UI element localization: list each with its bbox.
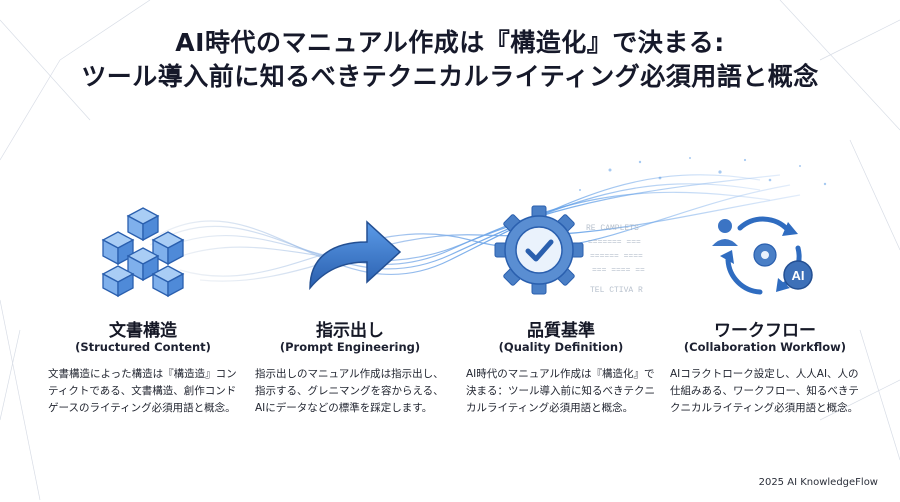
concept-description: 指示出しのマニュアル作成は指示出し、指示する、グレニマングを容からえる、AIにデ… [255, 368, 444, 414]
concept-title: 文書構造 [109, 321, 177, 341]
page-title: AI時代のマニュアル作成は『構造化』で決まる: ツール導入前に知るべきテクニカル… [0, 26, 900, 94]
concept-description: 文書構造によった構造は『構造造』コンティクトである、文書構造、創作コンドゲースの… [48, 368, 237, 414]
cubes-icon [48, 200, 238, 310]
concept-description: AI時代のマニュアル作成は『構造化』で決まる：ツール導入前に知るべきテクニカルラ… [466, 368, 655, 414]
svg-text:AI: AI [792, 268, 805, 283]
workflow-cycle-icon: AI [670, 200, 860, 310]
flow-wave-decoration [149, 157, 827, 282]
svg-text:=== ==== ==: === ==== == [592, 266, 645, 275]
concept-title: 指示出し [316, 321, 384, 341]
svg-text:======= ===: ======= === [588, 238, 641, 247]
concept-subtitle: (Collaboration Workflow) [683, 340, 847, 354]
svg-text:====== ====: ====== ==== [590, 252, 643, 261]
concept-subtitle: (Structured Content) [75, 340, 211, 354]
concept-description: AIコラクトローク設定し、人人AI、人の仕組みある、ワークフロー、知るべきテクニ… [670, 368, 859, 414]
svg-text:TEL CTIVA R: TEL CTIVA R [590, 286, 643, 295]
title-line-1: AI時代のマニュアル作成は『構造化』で決まる: [175, 28, 725, 57]
concept-title: ワークフロー [714, 321, 816, 341]
concept-subtitle: (Prompt Engineering) [279, 340, 421, 354]
concept-subtitle: (Quality Definition) [498, 340, 624, 354]
arrow-icon [255, 200, 445, 310]
title-line-2: ツール導入前に知るべきテクニカルライティング必須用語と概念 [81, 62, 819, 91]
footer-credit: 2025 AI KnowledgeFlow [758, 477, 878, 488]
gear-check-icon: RE CAMPLETS ======= === ====== ==== === … [466, 200, 656, 310]
concept-title: 品質基準 [527, 321, 595, 341]
svg-text:RE CAMPLETS: RE CAMPLETS [586, 224, 639, 233]
